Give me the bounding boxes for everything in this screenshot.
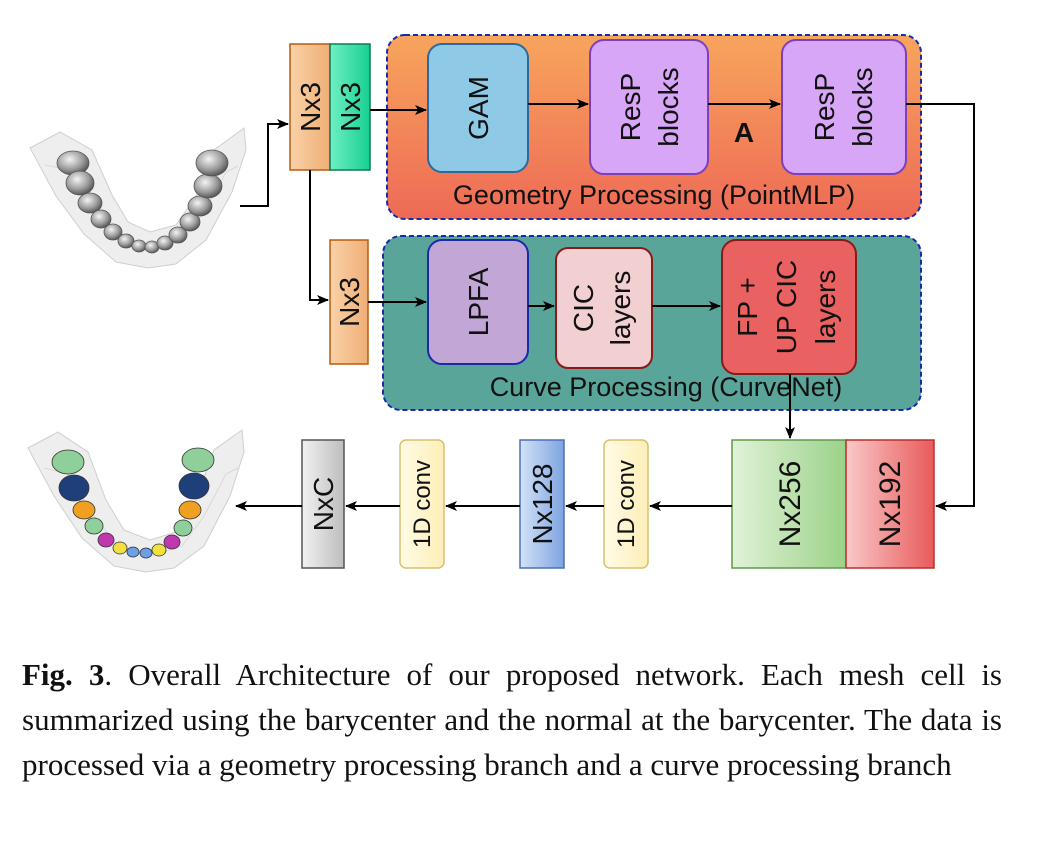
input-nx3-orange-block xyxy=(289,43,331,171)
nx192-block xyxy=(845,439,935,569)
nxc-block xyxy=(301,439,345,569)
resp-blocks-2-line2: blocks xyxy=(847,67,878,146)
geometry-processing-title: Geometry Processing (PointMLP) xyxy=(453,180,855,210)
figure-caption-text: . Overall Architecture of our proposed n… xyxy=(22,657,1002,782)
arrow-label-a: A xyxy=(734,117,754,148)
fp-up-cic-line3: layers xyxy=(810,270,841,345)
nxc-label: NxC xyxy=(308,477,339,531)
input-nx3-teal-label: Nx3 xyxy=(335,82,366,132)
lpfa-label: LPFA xyxy=(463,267,494,336)
fp-up-cic-line2: UP CIC xyxy=(771,260,802,354)
input-nx3-orange-label: Nx3 xyxy=(295,82,326,132)
resp-blocks-1 xyxy=(589,39,709,175)
resp-blocks-1-line1: ResP xyxy=(615,73,646,141)
segmented-dental-mesh xyxy=(27,429,245,573)
conv-1d-block-1 xyxy=(399,439,445,569)
architecture-diagram: Geometry Processing (PointMLP) Curve Pro… xyxy=(27,34,975,573)
curve-input-nx3-block xyxy=(329,239,369,365)
cic-layers-line1: CIC xyxy=(568,284,599,332)
nx128-block xyxy=(519,439,565,569)
resp-blocks-2 xyxy=(781,39,907,175)
cic-layers-line2: layers xyxy=(605,271,636,346)
nx256-label: Nx256 xyxy=(774,461,807,548)
figure-caption: Fig. 3. Overall Architecture of our prop… xyxy=(22,652,1002,787)
curve-processing-title: Curve Processing (CurveNet) xyxy=(490,372,843,402)
curve-input-nx3-label: Nx3 xyxy=(334,277,365,327)
gam-block xyxy=(427,43,529,173)
input-nx3-teal-block xyxy=(329,43,371,171)
conv-1d-block-2 xyxy=(603,439,649,569)
cic-layers-block xyxy=(555,247,653,369)
conv-1d-label-1: 1D conv xyxy=(409,460,436,548)
nx192-label: Nx192 xyxy=(874,461,907,548)
resp-blocks-2-line1: ResP xyxy=(809,73,840,141)
conv-1d-label-2: 1D conv xyxy=(613,460,640,548)
arrow-mesh-to-input xyxy=(240,119,289,207)
resp-blocks-1-line2: blocks xyxy=(653,67,684,146)
arrow-resp2-to-nx192 xyxy=(906,103,975,511)
input-dental-mesh xyxy=(29,127,247,269)
figure-label: Fig. 3 xyxy=(22,657,105,692)
nx128-label: Nx128 xyxy=(527,464,558,545)
fp-up-cic-line1: FP + xyxy=(732,277,763,336)
arrow-input-to-curve xyxy=(309,170,329,305)
gam-label: GAM xyxy=(463,76,494,140)
lpfa-block xyxy=(427,239,529,365)
